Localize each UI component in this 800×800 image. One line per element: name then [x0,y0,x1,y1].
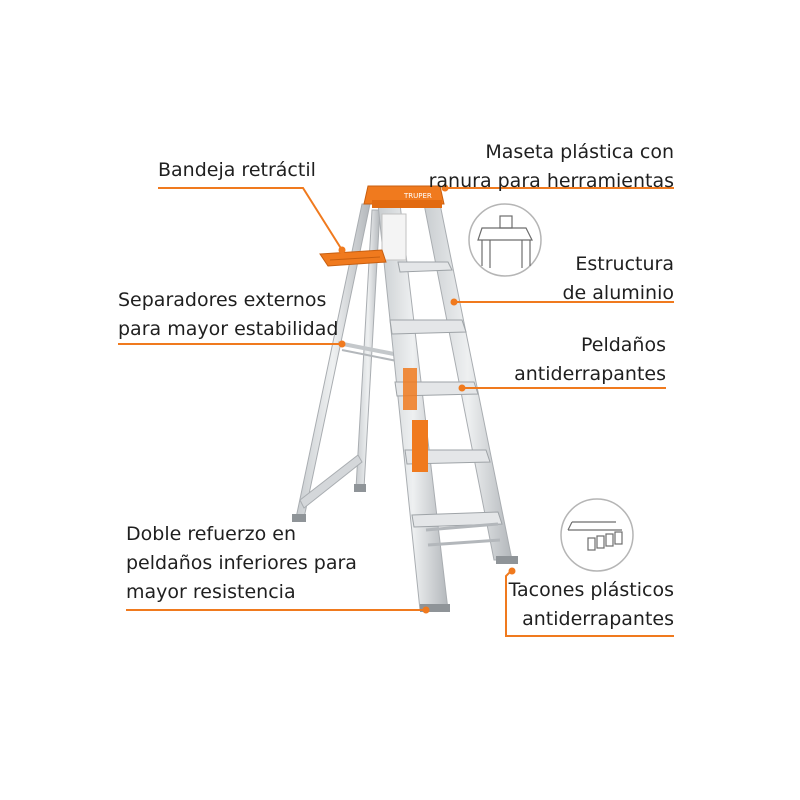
callout-tacones: Tacones plásticos antiderrapantes [509,576,674,634]
plastic-feet-icon [560,498,634,572]
callout-line: ranura para herramientas [428,170,674,192]
callout-line: Estructura [575,253,674,275]
callout-line: para mayor estabilidad [118,318,339,340]
callout-line: Bandeja retráctil [158,159,316,181]
callout-peldanos: Peldaños antiderrapantes [514,331,666,389]
leader-tacones [505,570,674,637]
retractable-tray [319,249,387,267]
callout-estructura: Estructura de aluminio [563,250,675,308]
brand-mark: TRUPER [403,192,432,200]
callout-line: Tacones plásticos [508,579,674,601]
callout-line: Peldaños [580,334,666,356]
callout-line: Doble refuerzo en [126,523,297,545]
callout-line: peldaños inferiores para [126,552,357,574]
bottom-reinforcement [420,522,518,612]
callout-line: antiderrapantes [522,608,674,630]
callout-maseta: Maseta plástica con ranura para herramie… [429,138,674,196]
top-cap: TRUPER [363,185,445,208]
callout-bandeja: Bandeja retráctil [158,156,316,185]
warning-labels [381,213,428,472]
callout-dots [338,184,516,614]
callout-doble: Doble refuerzo en peldaños inferiores pa… [126,520,357,607]
callout-line: mayor resistencia [126,581,296,603]
leader-bandeja [158,187,343,251]
ladder-top-cap-icon [468,203,542,277]
callout-line: Maseta plástica con [485,141,674,163]
callout-leaders [118,187,674,637]
callout-line: antiderrapantes [514,363,666,385]
callout-separadores: Separadores externos para mayor estabili… [118,286,338,344]
callout-line: Separadores externos [118,289,327,311]
callout-line: de aluminio [562,282,675,304]
